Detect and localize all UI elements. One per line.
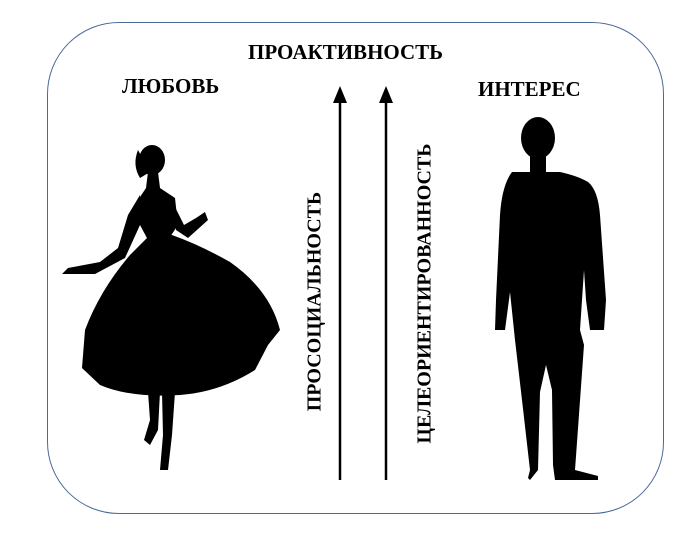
rounded-frame xyxy=(47,22,664,514)
label-interest: ИНТЕРЕС xyxy=(478,77,581,101)
label-love: ЛЮБОВЬ xyxy=(122,74,220,98)
arrow-goal-oriented xyxy=(379,86,393,480)
axis-label-prosocial: ПРОСОЦИАЛЬНОСТЬ xyxy=(303,191,326,412)
axis-label-goal-oriented: ЦЕЛЕОРИЕНТИРОВАННОСТЬ xyxy=(413,143,436,444)
title-proactivity: ПРОАКТИВНОСТЬ xyxy=(248,40,444,64)
arrow-prosocial xyxy=(333,86,347,480)
man-silhouette xyxy=(495,117,606,480)
woman-silhouette xyxy=(62,145,280,470)
